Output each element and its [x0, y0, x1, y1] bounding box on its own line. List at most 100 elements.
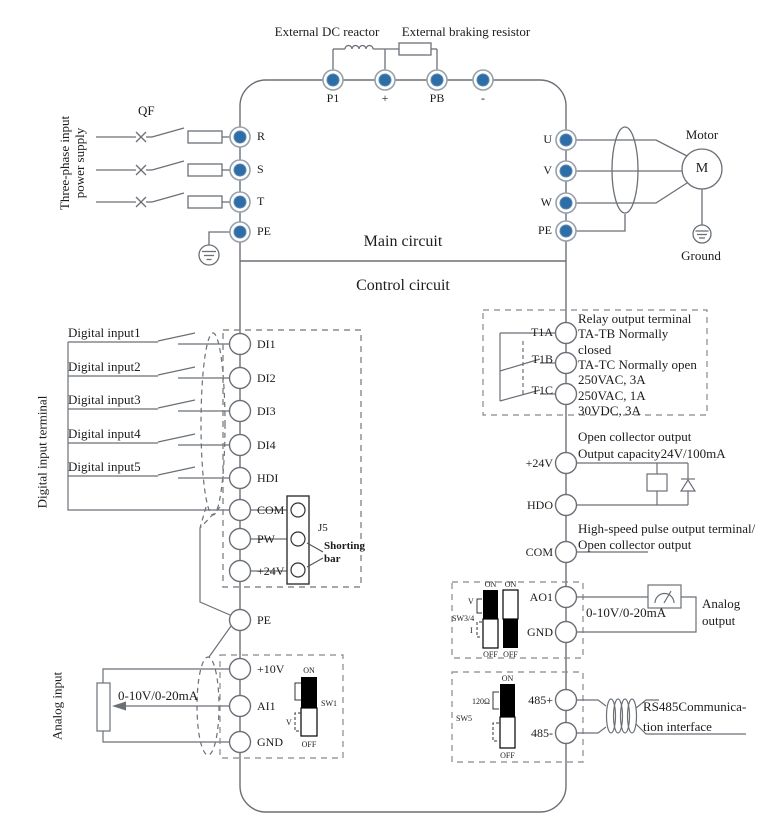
sw5-resistor-label: 120Ω — [472, 697, 490, 706]
analog-input-group-label: Analog input — [49, 671, 65, 741]
sw34-dip-switch — [476, 589, 519, 649]
analog-input-range-label: 0-10V/0-20mA — [118, 688, 199, 703]
terminal-label-pe-control: PE — [257, 613, 272, 627]
terminal-label-pw: PW — [257, 532, 275, 546]
terminal-u — [555, 129, 577, 151]
terminal-485p — [554, 688, 578, 712]
terminal-label-24v-left: +24V — [257, 564, 285, 578]
open-collector-line1: Open collector output — [578, 429, 692, 444]
sw34-on-label-1: ON — [484, 580, 497, 589]
motor-wiring — [576, 126, 723, 244]
terminal-t — [229, 191, 251, 213]
sw1-off-label: OFF — [301, 740, 317, 749]
analog-output-label-line2: output — [702, 613, 736, 628]
digital-input3-label: Digital input3 — [68, 392, 141, 407]
analog-shield-drain — [208, 625, 232, 658]
relay-desc-line3: closed — [578, 342, 612, 357]
relay-desc-line4: TA-TC Normally open — [578, 357, 697, 372]
arrowhead — [112, 701, 126, 711]
rs485-label-line2: tion interface — [643, 719, 712, 734]
terminal-hdo — [554, 493, 578, 517]
digital-cable-shield — [200, 332, 226, 516]
braking-resistor-label: External braking resistor — [401, 24, 531, 39]
analog-output-wiring — [451, 581, 697, 659]
supply-label: Three-phase input power supply — [57, 116, 87, 210]
sw5-dip-switch — [492, 684, 516, 749]
analog-input-wiring — [96, 654, 344, 759]
phase-line-t — [96, 192, 230, 209]
sw5-on-label: ON — [501, 674, 514, 683]
analog-terminal-box — [219, 654, 344, 759]
terminal-label-com-left: COM — [257, 503, 285, 517]
terminal-com-left — [228, 498, 252, 522]
potentiometer-symbol — [96, 682, 111, 732]
terminal-com-right — [554, 540, 578, 564]
terminal-label-plus: + — [381, 91, 389, 105]
terminal-label-485p: 485+ — [528, 693, 553, 707]
terminal-label-gnd-left: GND — [257, 735, 283, 749]
terminal-label-485n: 485- — [531, 726, 553, 740]
relay-desc-line2: TA-TB Normally — [578, 326, 669, 341]
terminal-ai1 — [228, 694, 252, 718]
sw1-v-label: V — [286, 718, 292, 727]
rs485-label-line1: RS485Communica- — [643, 699, 747, 714]
j5-label: J5 — [318, 522, 328, 534]
terminal-label-di2: DI2 — [257, 371, 276, 385]
high-speed-line1: High-speed pulse output terminal/ — [578, 521, 756, 536]
phase-line-r — [96, 127, 230, 144]
terminal-label-t1c: T1C — [531, 383, 553, 397]
sw5-off-label: OFF — [500, 751, 515, 760]
terminal-label-ao1: AO1 — [529, 590, 553, 604]
digital-input4-label: Digital input4 — [68, 426, 141, 441]
terminal-label-gnd-right: GND — [527, 625, 553, 639]
terminal-label-v: V — [543, 163, 552, 177]
control-circuit-title: Control circuit — [356, 277, 450, 294]
terminal-label-di4: DI4 — [257, 438, 276, 452]
sw1-dip-switch — [294, 677, 318, 737]
supply-label-line2: power supply — [72, 127, 87, 199]
sw34-v-label: V — [468, 597, 474, 606]
digital-common-bus — [67, 342, 229, 511]
high-speed-line2: Open collector output — [578, 537, 692, 552]
sw1-on-label: ON — [303, 666, 315, 675]
open-collector-wiring — [576, 462, 697, 553]
braking-resistor-symbol — [398, 42, 432, 56]
terminal-label-p1: P1 — [326, 91, 340, 105]
rs485-wiring — [451, 671, 746, 763]
terminal-label-pe-left: PE — [257, 224, 272, 238]
terminal-label-10v: +10V — [257, 662, 285, 676]
terminal-gnd-left — [228, 730, 252, 754]
terminal-label-minus: - — [481, 91, 485, 105]
j5-shorting-block — [250, 495, 324, 585]
shorting-bar-label-line2: bar — [324, 553, 341, 565]
terminal-di2 — [228, 366, 252, 390]
terminal-pb — [426, 69, 448, 91]
sw34-i-label: I — [470, 626, 473, 635]
terminal-di3 — [228, 399, 252, 423]
supply-label-line1: Three-phase input — [57, 115, 72, 211]
terminal-gnd-right — [554, 620, 578, 644]
terminal-pw — [228, 527, 252, 551]
terminal-pe-left — [229, 221, 251, 243]
pe-ground-left — [198, 231, 230, 266]
relay-desc-line5: 250VAC, 3A — [578, 372, 646, 387]
relay-desc-line6: 250VAC, 1A — [578, 388, 646, 403]
dc-reactor-coil — [344, 44, 374, 50]
digital-input2-label: Digital input2 — [68, 359, 141, 374]
sw34-off-label-2: OFF — [503, 650, 518, 659]
relay-desc-line7: 30VDC, 3A — [578, 403, 641, 418]
open-collector-line2: Output capacity24V/100mA — [578, 446, 726, 461]
terminal-minus — [472, 69, 494, 91]
three-phase-wiring — [96, 127, 230, 266]
motor-cable-shield — [611, 126, 639, 214]
shorting-bar-label-line1: Shorting — [324, 540, 365, 552]
control-circuit-terminals — [228, 321, 578, 754]
phase-line-s — [96, 160, 230, 177]
terminal-label-24v-right: +24V — [525, 456, 553, 470]
terminal-24v-right — [554, 451, 578, 475]
terminal-label-t1b: T1B — [531, 352, 553, 366]
terminal-pe-control — [228, 608, 252, 632]
terminal-10v — [228, 657, 252, 681]
sw1-name-label: SW1 — [321, 699, 337, 708]
motor-label: Motor — [685, 127, 719, 142]
